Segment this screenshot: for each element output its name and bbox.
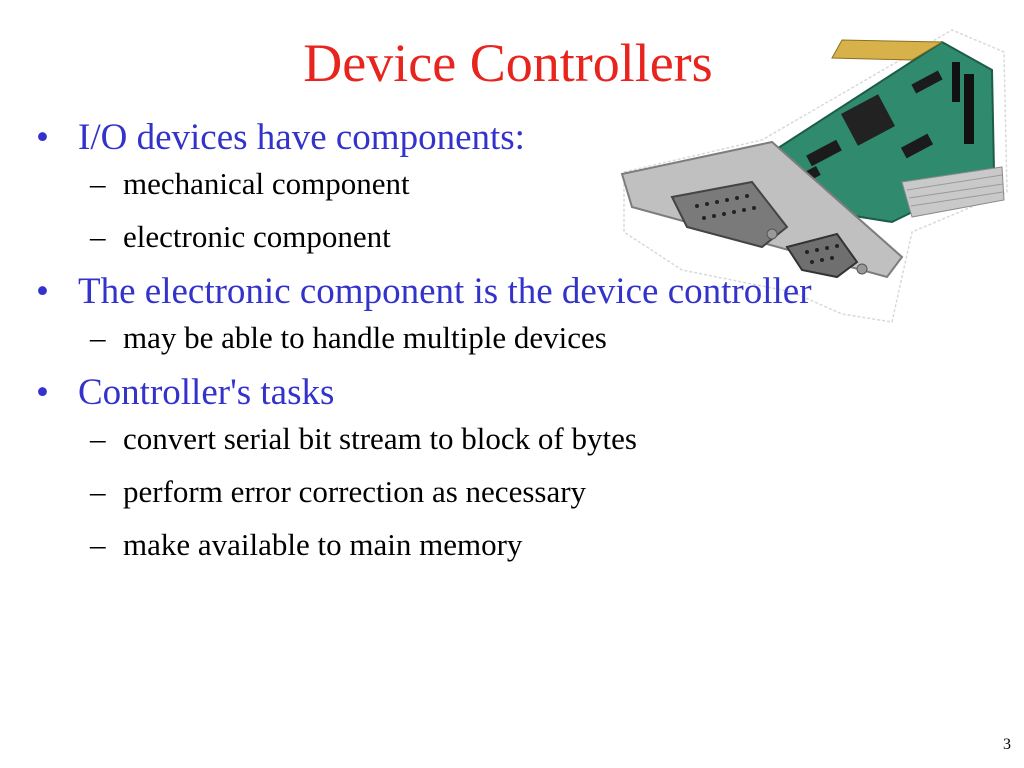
sub-bullet-text: electronic component [123, 219, 391, 254]
sub-bullet-text: convert serial bit stream to block of by… [123, 421, 637, 456]
sub-bullet-dash: – [90, 219, 106, 254]
bullet-text: I/O devices have components: [78, 117, 525, 158]
sub-bullet-dash: – [90, 166, 106, 201]
main-chip [841, 94, 895, 146]
bullet-item: • The electronic component is the device… [28, 272, 828, 312]
sub-bullet-text: make available to main memory [123, 527, 523, 562]
sub-bullet-dash: – [90, 527, 106, 562]
bullet-dot: • [36, 117, 49, 158]
chip [911, 70, 943, 94]
sub-bullet-item: – convert serial bit stream to block of … [28, 421, 828, 457]
expansion-card-image [620, 29, 1008, 323]
chip [806, 139, 842, 167]
slide-title: Device Controllers [303, 33, 713, 93]
bullet-dot: • [36, 271, 49, 312]
sub-bullet-item: – electronic component [28, 219, 828, 255]
sub-bullet-dash: – [90, 320, 106, 355]
serial-port [785, 232, 859, 279]
sub-bullet-text: may be able to handle multiple devices [123, 320, 607, 355]
edge-connector [831, 39, 944, 61]
screw [766, 228, 778, 240]
sub-bullet-item: – may be able to handle multiple devices [28, 320, 828, 356]
screw [856, 263, 868, 275]
sub-bullet-item: – make available to main memory [28, 527, 828, 563]
sub-bullet-item: – perform error correction as necessary [28, 474, 828, 510]
pin-header [952, 62, 960, 102]
sub-bullet-text: mechanical component [123, 166, 410, 201]
page-number: 3 [1003, 736, 1011, 753]
bullet-dot: • [36, 372, 49, 413]
bullet-text: The electronic component is the device c… [78, 271, 812, 312]
sub-bullet-text: perform error correction as necessary [123, 474, 587, 509]
sub-bullet-dash: – [90, 474, 106, 509]
sub-bullet-dash: – [90, 421, 106, 456]
sub-bullet-item: – mechanical component [28, 166, 828, 202]
chip [900, 133, 934, 159]
bullet-list: • I/O devices have components: – mechani… [28, 118, 828, 580]
pin-header [964, 74, 974, 144]
ribbon-cable [901, 166, 1005, 218]
bullet-item: • I/O devices have components: [28, 118, 828, 158]
bullet-item: • Controller's tasks [28, 373, 828, 413]
bullet-text: Controller's tasks [78, 372, 335, 413]
